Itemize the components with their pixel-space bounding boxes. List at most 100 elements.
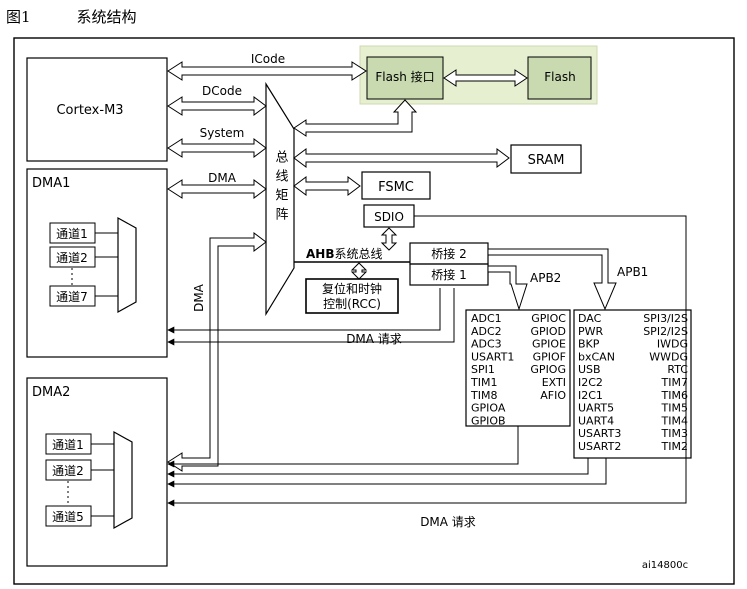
bridge1-label: 桥接 1 — [431, 267, 466, 282]
peripheral-label: IWDG — [657, 338, 688, 351]
sram-box — [510, 144, 582, 174]
peripheral-label: TIM4 — [661, 414, 688, 427]
bridge2-label: 桥接 2 — [431, 246, 466, 261]
matrix-fsmc-arrow — [293, 176, 361, 196]
flash-label: Flash — [544, 70, 575, 84]
dma2-box — [26, 377, 168, 567]
peripheral-label: GPIOC — [531, 312, 566, 325]
bus-matrix-label: 总线矩阵 — [273, 150, 289, 226]
matrix-sram-arrow — [293, 148, 510, 168]
rcc-line2: 控制(RCC) — [323, 297, 381, 311]
dcode-bus-arrow — [167, 96, 267, 116]
peripheral-label: ADC2 — [471, 325, 502, 338]
icode-label: ICode — [251, 52, 285, 66]
peripheral-label: TIM8 — [470, 389, 497, 402]
apb1-column1: DACPWRBKPbxCANUSBI2C2I2C1UART5UART4USART… — [578, 312, 621, 453]
peripheral-label: SPI1 — [471, 363, 495, 376]
system-bus-arrow — [167, 138, 267, 158]
peripheral-label: AFIO — [540, 389, 566, 402]
cortex-m3-label: Cortex-M3 — [56, 103, 123, 118]
flash-box — [527, 56, 592, 100]
sram-label: SRAM — [528, 153, 565, 168]
dma2-mux — [113, 430, 133, 530]
peripheral-label: ADC1 — [471, 312, 502, 325]
sdio-label: SDIO — [374, 210, 404, 224]
peripheral-label: GPIOB — [471, 414, 506, 427]
peripheral-label: USART2 — [578, 440, 621, 453]
peripheral-label: TIM2 — [661, 440, 688, 453]
dma2-channel-label: 通道2 — [52, 464, 84, 478]
peripheral-label: UART4 — [578, 414, 614, 427]
dma1-channels: 通道1 通道2 通道7 — [49, 216, 137, 314]
flash-interface-label: Flash 接口 — [375, 69, 434, 84]
peripheral-label: ADC3 — [471, 338, 502, 351]
figure-id: ai14800c — [642, 560, 688, 571]
apb1-bus-arrow — [487, 248, 617, 311]
peripheral-label: SPI3/I2S — [643, 312, 688, 325]
rcc-box — [305, 278, 399, 314]
figure-number: 图1 — [6, 8, 31, 26]
matrix-flash-arrow — [293, 99, 418, 137]
peripheral-label: bxCAN — [578, 350, 615, 363]
dma1-label: DMA1 — [32, 176, 70, 191]
peripheral-label: USB — [578, 363, 601, 376]
flash-interface-box — [366, 56, 444, 100]
dma1-mux — [117, 216, 137, 314]
dma1-channel-label: 通道2 — [56, 251, 88, 265]
peripheral-label: PWR — [578, 325, 604, 338]
ahb-suffix: 系统总线 — [334, 247, 382, 261]
apb2-label: APB2 — [530, 271, 561, 285]
peripheral-label: TIM5 — [661, 402, 688, 415]
dma-request-lines — [167, 215, 687, 507]
peripheral-label: GPIOG — [530, 363, 566, 376]
peripheral-label: EXTI — [542, 376, 566, 389]
dma1-channel-label: 通道1 — [56, 227, 88, 241]
peripheral-label: I2C2 — [578, 376, 603, 389]
peripheral-label: GPIOF — [533, 350, 566, 363]
peripheral-label: UART5 — [578, 402, 614, 415]
figure-title: 系统结构 — [76, 8, 137, 26]
peripheral-label: TIM3 — [661, 427, 688, 440]
ahb-prefix: AHB — [306, 247, 334, 261]
peripheral-label: RTC — [667, 363, 688, 376]
apb2-bus-arrow — [487, 265, 528, 311]
ahb-rcc-arrow — [350, 262, 368, 280]
peripheral-label: GPIOA — [471, 402, 506, 415]
dma-vertical-label: DMA — [192, 283, 206, 312]
peripheral-label: TIM6 — [661, 389, 688, 402]
cortex-m3-box — [26, 57, 168, 162]
dcode-label: DCode — [202, 84, 242, 98]
dma2-channel-label: 通道5 — [52, 510, 84, 524]
dma-bus-arrow — [167, 179, 267, 199]
rcc-line1: 复位和时钟 — [322, 281, 382, 296]
peripheral-label: GPIOE — [532, 338, 566, 351]
bus-matrix-shape — [265, 81, 295, 317]
peripheral-label: WWDG — [649, 350, 688, 363]
flash-link-arrow — [443, 69, 528, 87]
dma-request-bottom-label: DMA 请求 — [420, 515, 476, 529]
dma-bus-label: DMA — [208, 171, 237, 185]
peripheral-label: GPIOD — [530, 325, 566, 338]
ahb-label: AHB系统总线 — [306, 247, 383, 261]
peripheral-label: USART3 — [578, 427, 621, 440]
peripheral-label: SPI2/I2S — [643, 325, 688, 338]
sdio-ahb-arrow — [380, 227, 398, 251]
figure-caption: 图1 系统结构 — [6, 6, 137, 27]
apb1-column2: SPI3/I2SSPI2/I2SIWDGWWDGRTCTIM7TIM6TIM5T… — [643, 312, 688, 453]
dma-request-top-label: DMA 请求 — [346, 332, 402, 346]
apb1-label: APB1 — [617, 265, 648, 279]
peripheral-label: TIM1 — [470, 376, 497, 389]
bridge1-box — [409, 263, 489, 286]
fsmc-label: FSMC — [378, 180, 414, 195]
peripheral-label: TIM7 — [661, 376, 688, 389]
dma2-bus-arrow — [167, 232, 267, 472]
peripheral-label: BKP — [578, 338, 600, 351]
peripheral-label: I2C1 — [578, 389, 603, 402]
dma1-box — [26, 168, 168, 358]
fsmc-box — [361, 171, 431, 200]
dma2-label: DMA2 — [32, 385, 70, 400]
peripheral-label: USART1 — [471, 350, 514, 363]
